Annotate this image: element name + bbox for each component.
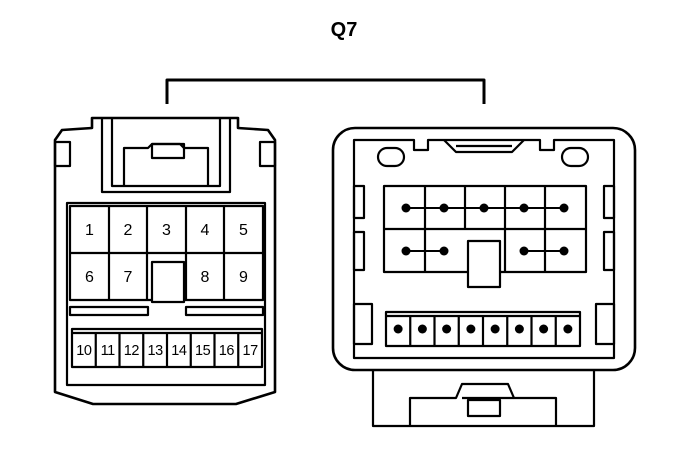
upper-pin-dot bbox=[439, 246, 449, 256]
pin-label-13: 13 bbox=[148, 343, 164, 359]
pin-label-9: 9 bbox=[239, 269, 248, 286]
lower-pin-dot bbox=[466, 324, 476, 334]
pin-label-15: 15 bbox=[195, 343, 211, 359]
upper-pin-dot bbox=[479, 203, 489, 213]
upper-pin-dot bbox=[401, 246, 411, 256]
pin-label-16: 16 bbox=[219, 343, 235, 359]
pin-label-14: 14 bbox=[171, 343, 187, 359]
upper-pin-dot bbox=[519, 203, 529, 213]
right-connector-rim bbox=[352, 138, 616, 360]
right-center-key bbox=[466, 239, 502, 289]
lower-pin-dot bbox=[539, 324, 549, 334]
left-connector-latch bbox=[100, 118, 232, 194]
lower-pin-dot bbox=[490, 324, 500, 334]
pin-label-6: 6 bbox=[85, 269, 94, 286]
lower-pin-dot bbox=[417, 324, 427, 334]
lower-pin-dot bbox=[563, 324, 573, 334]
upper-pin-dot bbox=[439, 203, 449, 213]
diagram-title: Q7 bbox=[331, 19, 358, 41]
left-center-key bbox=[150, 260, 186, 304]
right-connector-latch bbox=[371, 368, 596, 428]
right-top-lock bbox=[443, 139, 525, 154]
left-connector-notch-left bbox=[53, 140, 72, 168]
pin-label-10: 10 bbox=[76, 343, 92, 359]
pin-label-3: 3 bbox=[162, 222, 171, 239]
upper-pin-dot bbox=[559, 246, 569, 256]
lower-pin-dot bbox=[393, 324, 403, 334]
upper-pin-dot bbox=[519, 246, 529, 256]
pin-label-5: 5 bbox=[239, 222, 248, 239]
pin-label-11: 11 bbox=[101, 343, 115, 359]
pin-label-4: 4 bbox=[201, 222, 210, 239]
pair-bracket bbox=[165, 78, 486, 104]
pin-label-12: 12 bbox=[124, 343, 140, 359]
mount-hole-left bbox=[376, 146, 406, 168]
lower-pin-dot bbox=[514, 324, 524, 334]
right-connector bbox=[331, 126, 637, 428]
pin-label-1: 1 bbox=[85, 222, 94, 239]
pin-label-7: 7 bbox=[124, 269, 133, 286]
left-connector-body bbox=[53, 116, 277, 406]
lower-pin-dot bbox=[442, 324, 452, 334]
pin-label-17: 17 bbox=[243, 343, 259, 359]
left-separator-bar bbox=[184, 305, 265, 317]
mount-hole-right bbox=[560, 146, 590, 168]
left-connector-notch-right bbox=[258, 140, 277, 168]
upper-pin-dot bbox=[559, 203, 569, 213]
upper-pin-dot bbox=[401, 203, 411, 213]
left-separator-bar bbox=[68, 305, 150, 317]
left-connector-face bbox=[65, 201, 267, 387]
pin-label-2: 2 bbox=[124, 222, 133, 239]
pin-label-8: 8 bbox=[201, 269, 210, 286]
